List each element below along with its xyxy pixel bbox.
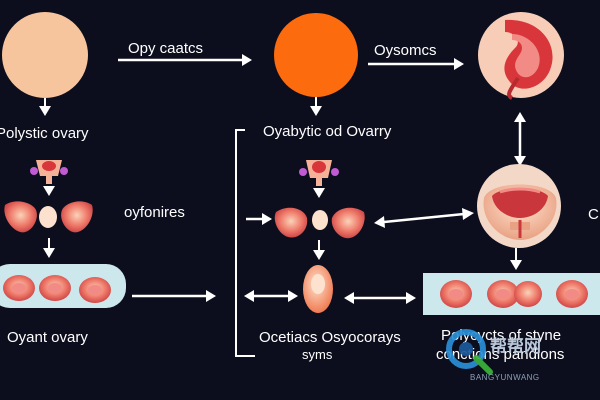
top-arrow-caption: Opy caatcs [128, 40, 203, 57]
arrowhead-top-left-right [242, 54, 252, 66]
arrowhead-mid-right-left [374, 216, 385, 228]
ovary-pair-center-icon [274, 207, 365, 239]
mid-left-caption: oyfonires [124, 204, 185, 221]
arrowhead-left-mid-down-2 [43, 248, 55, 258]
arrowhead-center-mid-down [313, 188, 325, 198]
ovary-band-left [0, 264, 126, 308]
arrowhead-top-right [454, 58, 464, 70]
double-arrow-mid-right [383, 212, 465, 224]
arrowhead-right-up [514, 112, 526, 122]
watermark-subtitle: BANGYUNWANG [470, 373, 540, 382]
arrowhead-mid-right-right [462, 208, 474, 220]
top-left-caption: Polystic ovary [0, 125, 89, 142]
arrowhead-left-mid-down [43, 186, 55, 196]
arrowhead-center-down [313, 250, 325, 260]
arrowhead-orange-down [310, 106, 322, 116]
ovary-band-right [423, 273, 600, 315]
arrowhead-egg-left-right [288, 290, 298, 302]
bottom-left-caption: Oyant ovary [7, 329, 88, 346]
orange-ovary-circle [274, 13, 358, 97]
arrowhead-peach-down [39, 106, 51, 116]
watermark-title: 帮帮网 [490, 337, 541, 356]
arrowhead-bottom-left-right [206, 290, 216, 302]
arrowhead-right-down [514, 156, 526, 166]
right-edge-letter: C [588, 206, 599, 223]
top-right-caption: Oysomcs [374, 42, 437, 59]
arrowhead-right-down-2 [510, 260, 522, 270]
uterus-cross-section-icon [478, 12, 564, 100]
uterus-bowl-right-icon [477, 164, 561, 248]
bottom-center-caption-2: syms [302, 347, 333, 362]
ovary-pair-left-icon [4, 201, 93, 233]
small-uterus-center-icon [299, 160, 339, 186]
arrowhead-egg-right-right [406, 292, 416, 304]
small-uterus-left-icon [30, 160, 68, 184]
follicle-egg-icon [303, 265, 333, 313]
arrowhead-egg-right-left [344, 292, 354, 304]
watermark-logo [446, 329, 493, 375]
top-center-caption: Oyabytic od Ovarry [263, 123, 392, 140]
arrowhead-egg-left-left [244, 290, 254, 302]
bracket-line [235, 129, 255, 357]
arrowhead-bracket-to-center-ovary [262, 213, 272, 225]
bottom-center-caption-1: Ocetiacs Osyocorays [259, 329, 401, 346]
peach-ovary-circle [2, 12, 88, 98]
